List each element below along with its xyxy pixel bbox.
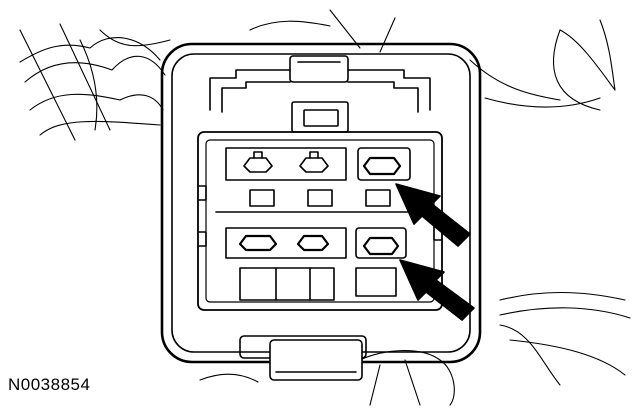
top-latch [209, 55, 431, 133]
terminal-lower-3 [362, 236, 400, 256]
side-notch-left [197, 185, 207, 201]
terminal-windows-middle [215, 189, 427, 213]
terminal-windows-lower [239, 267, 397, 301]
side-notch-left-lower [197, 231, 207, 247]
figure-id-label: N0038854 [8, 375, 91, 394]
terminal-upper-3 [362, 156, 402, 176]
terminal-row-upper [225, 147, 411, 181]
terminal-row-lower [225, 227, 407, 259]
terminal-upper-2 [299, 157, 329, 173]
bottom-latch [239, 335, 367, 381]
indicator-arrow-upper [395, 183, 471, 247]
indicator-arrow-lower [399, 259, 475, 321]
terminal-lower-2 [296, 234, 330, 252]
terminal-lower-1 [238, 234, 278, 252]
terminal-upper-1 [243, 157, 273, 173]
